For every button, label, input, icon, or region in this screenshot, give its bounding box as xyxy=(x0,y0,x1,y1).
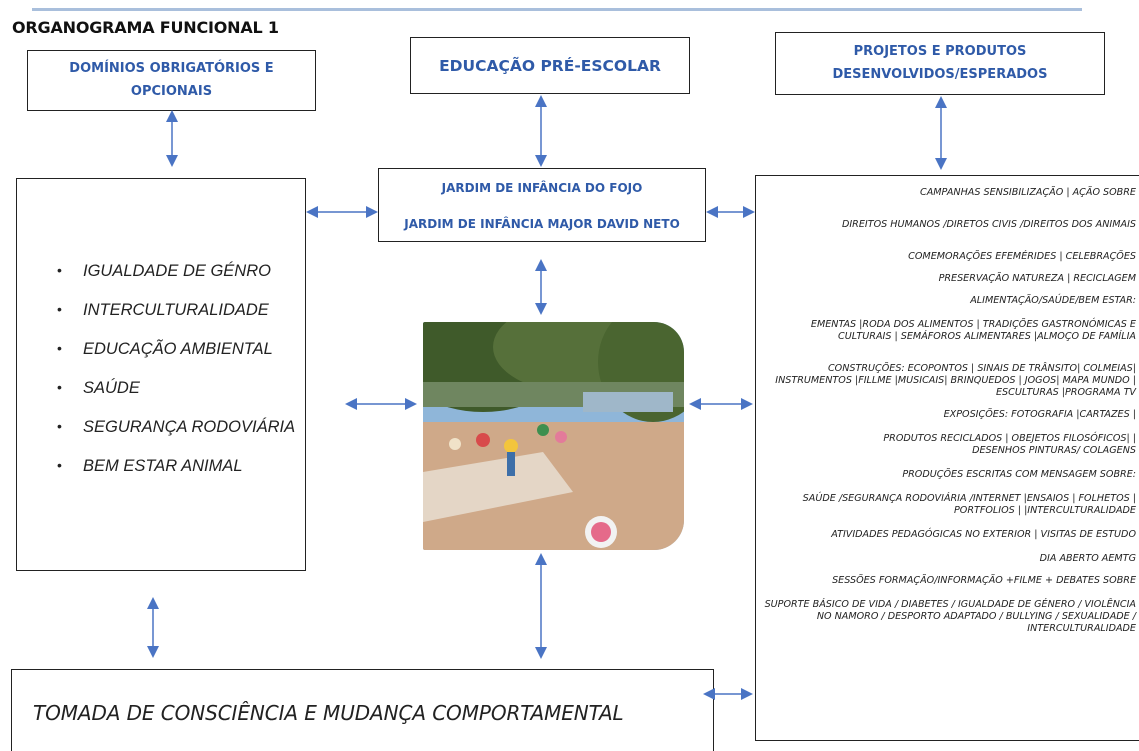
projetos-heading: PROJETOS E PRODUTOS DESENVOLVIDOS/ESPERA… xyxy=(776,33,1104,86)
lista-item: EMENTAS |RODA DOS ALIMENTOS | TRADIÇÕES … xyxy=(810,319,1136,342)
projetos-box: PROJETOS E PRODUTOS DESENVOLVIDOS/ESPERA… xyxy=(775,32,1105,95)
tomada-label: TOMADA DE CONSCIÊNCIA E MUDANÇA COMPORTA… xyxy=(33,701,624,725)
projetos-heading-line-2: DESENVOLVIDOS/ESPERADOS xyxy=(832,67,1048,82)
lista-item: SESSÕES FORMAÇÃO/INFORMAÇÃO +FILME + DEB… xyxy=(832,575,1136,586)
top-rule xyxy=(32,8,1082,11)
lista-item: CAMPANHAS SENSIBILIZAÇÃO | AÇÃO SOBRE xyxy=(920,187,1136,198)
tomada-box: TOMADA DE CONSCIÊNCIA E MUDANÇA COMPORTA… xyxy=(11,669,714,751)
tema-label: INTERCULTURALIDADE xyxy=(83,301,269,319)
dominios-heading-line-1: DOMÍNIOS OBRIGATÓRIOS E xyxy=(69,61,274,76)
projetos-lista-box: CAMPANHAS SENSIBILIZAÇÃO | AÇÃO SOBRE DI… xyxy=(755,175,1139,741)
tema-item: • EDUCAÇÃO AMBIENTAL xyxy=(57,340,295,379)
lista-item: ALIMENTAÇÃO/SAÚDE/BEM ESTAR: xyxy=(970,295,1136,306)
jardim-fojo: JARDIM DE INFÂNCIA DO FOJO xyxy=(441,181,643,195)
tema-label: SAÚDE xyxy=(83,379,140,397)
bullet-icon: • xyxy=(57,262,62,278)
page-title: ORGANOGRAMA FUNCIONAL 1 xyxy=(12,18,279,37)
bullet-icon: • xyxy=(57,418,62,434)
bullet-icon: • xyxy=(57,301,62,317)
bullet-icon: • xyxy=(57,379,62,395)
tema-label: EDUCAÇÃO AMBIENTAL xyxy=(83,340,273,358)
dominios-heading-line-2: OPCIONAIS xyxy=(130,84,213,99)
projetos-heading-line-1: PROJETOS E PRODUTOS xyxy=(853,44,1027,59)
lista-item: EXPOSIÇÕES: FOTOGRAFIA |CARTAZES | xyxy=(943,409,1136,420)
temas-box: •IGUALDADE DE GÉNRO •INTERCULTURALIDADE … xyxy=(16,178,306,571)
educacao-box: EDUCAÇÃO PRÉ-ESCOLAR xyxy=(410,37,690,94)
tema-label: IGUALDADE DE GÉNRO xyxy=(83,262,271,280)
lista-item: SAÚDE /SEGURANÇA RODOVIÁRIA /INTERNET |E… xyxy=(802,493,1136,516)
lista-item: PRODUTOS RECICLADOS | OBEJETOS FILOSÓFIC… xyxy=(883,433,1136,456)
tema-label: SEGURANÇA RODOVIÁRIA xyxy=(83,418,296,436)
tema-item: • IGUALDADE DE GÉNRO xyxy=(57,262,295,301)
tema-label: BEM ESTAR ANIMAL xyxy=(83,457,243,475)
tema-item: • BEM ESTAR ANIMAL xyxy=(57,457,295,496)
lista-item: DIREITOS HUMANOS /DIRETOS CIVIS /DIREITO… xyxy=(841,219,1136,230)
lista-item: SUPORTE BÁSICO DE VIDA / DIABETES / IGUA… xyxy=(764,599,1136,634)
lista-item: DIA ABERTO AEMTG xyxy=(1039,553,1136,564)
children-playground-photo xyxy=(423,322,684,550)
tema-item: • INTERCULTURALIDADE xyxy=(57,301,295,340)
jardins-box: JARDIM DE INFÂNCIA DO FOJO JARDIM DE INF… xyxy=(378,168,706,242)
bullet-icon: • xyxy=(57,340,62,356)
temas-list: •IGUALDADE DE GÉNRO •INTERCULTURALIDADE … xyxy=(57,262,295,496)
lista-item: PRODUÇÕES ESCRITAS COM MENSAGEM SOBRE: xyxy=(902,469,1136,480)
projetos-lista: CAMPANHAS SENSIBILIZAÇÃO | AÇÃO SOBRE DI… xyxy=(761,183,1136,635)
lista-item: PRESERVAÇÃO NATUREZA | RECICLAGEM xyxy=(938,273,1136,284)
jardim-major-david-neto: JARDIM DE INFÂNCIA MAJOR DAVID NETO xyxy=(404,217,680,231)
lista-item: CONSTRUÇÕES: ECOPONTOS | SINAIS DE TRÂNS… xyxy=(775,363,1136,398)
dominios-box: DOMÍNIOS OBRIGATÓRIOS E OPCIONAIS xyxy=(27,50,316,111)
educacao-heading: EDUCAÇÃO PRÉ-ESCOLAR xyxy=(439,57,661,75)
lista-item: ATIVIDADES PEDAGÓGICAS NO EXTERIOR | VIS… xyxy=(831,529,1136,540)
tema-item: • SAÚDE xyxy=(57,379,295,418)
dominios-heading: DOMÍNIOS OBRIGATÓRIOS E OPCIONAIS xyxy=(28,51,315,103)
tema-item: • SEGURANÇA RODOVIÁRIA xyxy=(57,418,295,457)
lista-item: COMEMORAÇÕES EFEMÉRIDES | CELEBRAÇÕES xyxy=(908,251,1136,262)
bullet-icon: • xyxy=(57,457,62,473)
